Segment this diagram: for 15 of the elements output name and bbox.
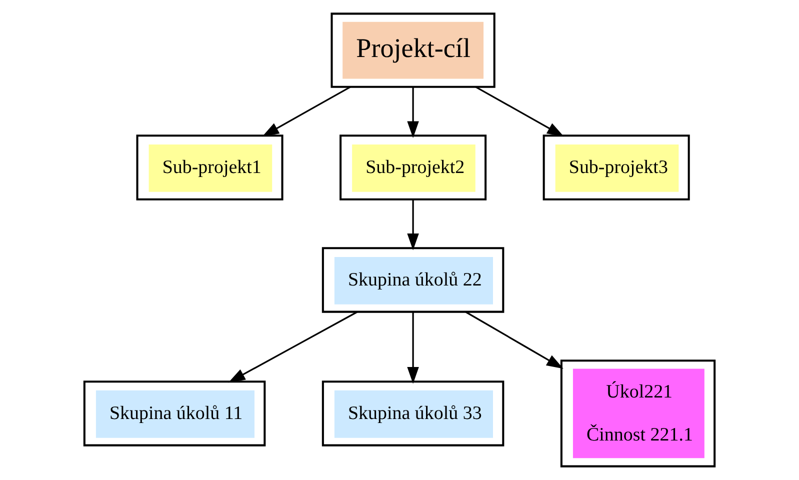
node-box: Úkol221 Činnost 221.1 xyxy=(560,360,716,468)
node-box: Sub-projekt3 xyxy=(542,134,690,200)
arrow xyxy=(407,87,419,138)
node-box: Skupina úkolů 11 xyxy=(83,380,266,446)
arrow xyxy=(262,86,351,137)
node-box: Sub-projekt2 xyxy=(340,134,487,200)
node-box: Skupina úkolů 33 xyxy=(322,380,504,446)
node-box: Skupina úkolů 22 xyxy=(322,247,504,313)
arrow xyxy=(465,311,564,369)
arrow xyxy=(228,311,358,383)
arrow xyxy=(407,199,419,250)
node-box: Sub-projekt1 xyxy=(136,134,284,200)
node-box: Projekt-cíl xyxy=(330,12,496,88)
arrow xyxy=(475,86,564,137)
arrow xyxy=(407,312,419,384)
